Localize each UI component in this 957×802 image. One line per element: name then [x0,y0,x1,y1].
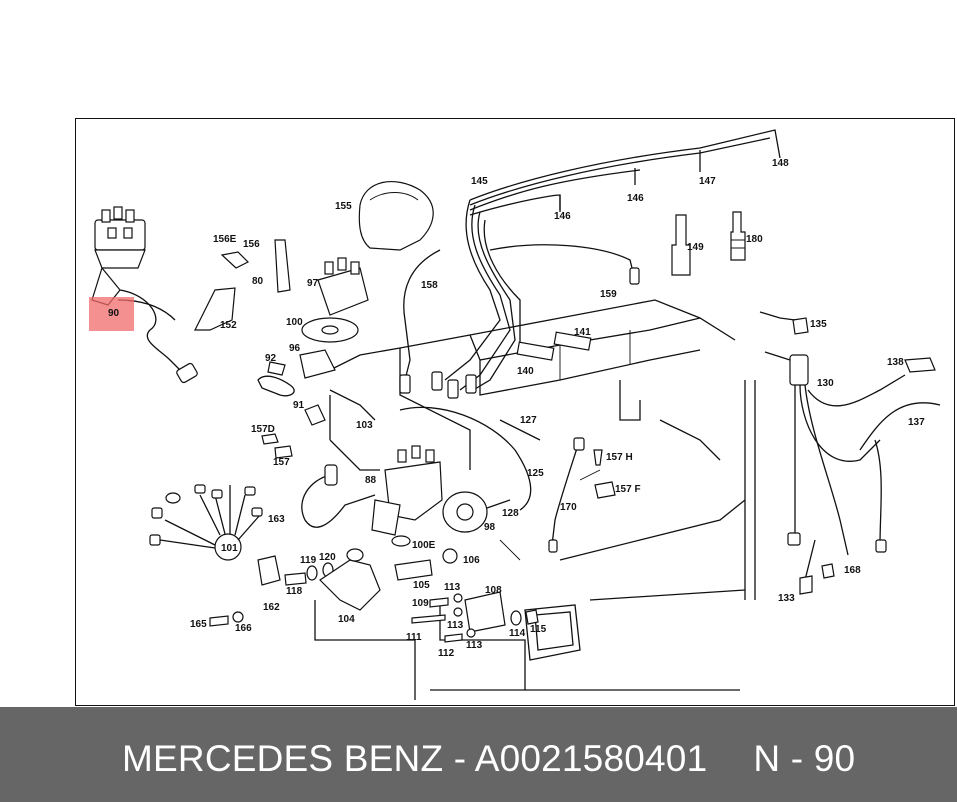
callout-133: 133 [778,593,795,604]
callout-158: 158 [421,280,438,291]
sensor-170 [548,437,616,553]
callout-113a: 113 [444,582,461,593]
distributor-88 [301,445,511,536]
diagram-frame [75,118,955,706]
callout-180: 180 [746,234,763,245]
callout-115: 115 [530,624,547,635]
spark-plug-connectors [671,211,746,276]
callout-157: 157 [273,457,290,468]
lower-parts [257,535,458,611]
sensors-133-168 [799,563,835,595]
harness-101 [149,484,263,561]
callout-92: 92 [265,353,277,364]
highlight-box [89,297,134,331]
callout-106: 106 [463,555,480,566]
callout-111: 111 [406,632,422,643]
callout-101: 101 [221,543,238,554]
callout-103: 103 [356,420,373,431]
callout-156: 156 [243,239,260,250]
callout-157D: 157D [251,424,275,435]
callout-125: 125 [527,468,544,479]
callout-155: 155 [335,201,352,212]
callout-147: 147 [699,176,716,187]
callout-90: 90 [108,308,120,319]
distributor-assembly [91,206,198,384]
clips-157 [261,433,293,459]
callout-104: 104 [338,614,355,625]
callout-113b: 113 [447,620,464,631]
callout-148: 148 [772,158,789,169]
callout-168: 168 [844,565,861,576]
callout-88: 88 [365,475,377,486]
callout-149: 149 [687,242,704,253]
callout-114: 114 [509,628,526,639]
callout-105: 105 [413,580,430,591]
callout-170: 170 [560,502,577,513]
callout-112: 112 [438,648,455,659]
callout-152: 152 [220,320,237,331]
callout-137: 137 [908,417,925,428]
callout-120: 120 [319,552,336,563]
parts-diagram: 155 145 148 147 146 146 149 180 156E 156… [89,129,941,700]
ignition-cables [399,129,781,399]
callout-100: 100 [286,317,303,328]
callout-119: 119 [300,555,317,566]
callout-130: 130 [817,378,834,389]
callout-145: 145 [471,176,488,187]
callout-156E: 156E [213,234,237,245]
callout-141: 141 [574,327,591,338]
bottom-parts [209,591,539,643]
callout-162: 162 [263,602,280,613]
callout-108: 108 [485,585,502,596]
callout-159: 159 [600,289,617,300]
callout-97: 97 [307,278,319,289]
tubes [329,389,541,511]
callout-140: 140 [517,366,534,377]
callout-128: 128 [502,508,519,519]
callout-135: 135 [810,319,827,330]
callout-118: 118 [286,586,303,597]
callout-127: 127 [520,415,537,426]
callout-166: 166 [235,623,252,634]
right-harness [759,311,941,591]
callout-91: 91 [293,400,305,411]
callout-109: 109 [412,598,429,609]
distributor-internal-parts [257,349,336,426]
distributor-cap-155 [358,181,434,251]
callout-146a: 146 [627,193,644,204]
callout-96: 96 [289,343,301,354]
callout-113c: 113 [466,640,483,651]
callout-146b: 146 [554,211,571,222]
position-label: N - 90 [753,738,856,779]
distributor-cap-97 [301,257,369,343]
connector-strips [516,331,592,361]
callout-98: 98 [484,522,496,533]
callout-157H: 157 H [606,452,633,463]
callout-163: 163 [268,514,285,525]
callout-165: 165 [190,619,207,630]
callout-80: 80 [252,276,264,287]
callout-138: 138 [887,357,904,368]
engine-block-outline [314,299,756,700]
footer-bar [0,707,957,802]
footer-caption: MERCEDES BENZ - A0021580401 N - 90 [122,738,855,780]
part-number-label: MERCEDES BENZ - A0021580401 [122,738,708,779]
callout-157F: 157 F [615,484,641,495]
callout-labels: 155 145 148 147 146 146 149 180 156E 156… [108,158,925,659]
bracket-parts [194,239,291,331]
callout-100E: 100E [412,540,436,551]
